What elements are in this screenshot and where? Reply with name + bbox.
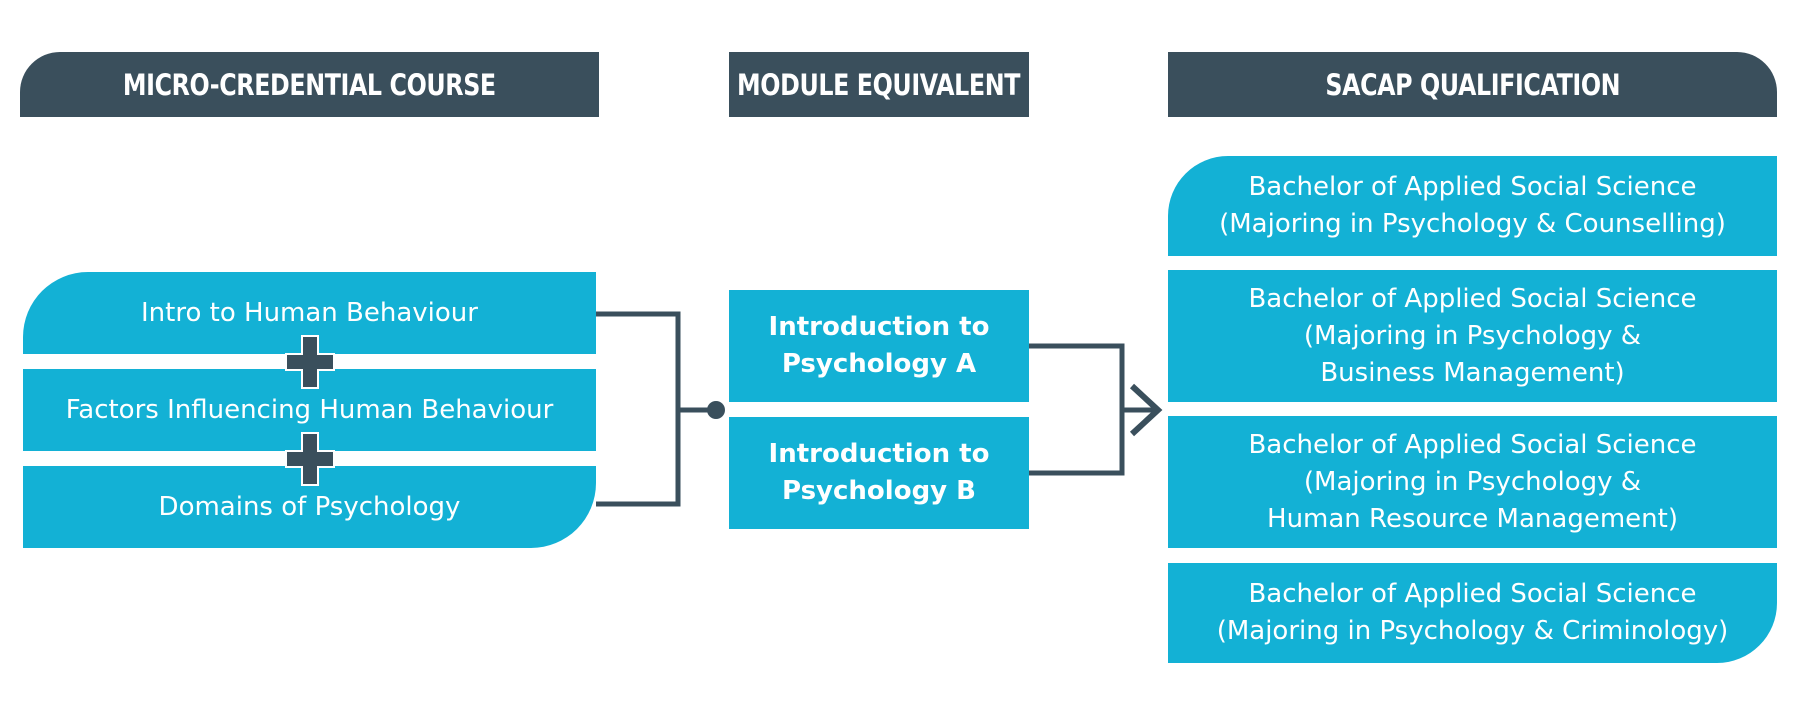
qualification-label-1: Bachelor of Applied Social Science (Majo… bbox=[1219, 172, 1726, 239]
header-sacap-qualification-label: SACAP QUALIFICATION bbox=[1325, 67, 1620, 102]
header-micro-credential-course-label: MICRO-CREDENTIAL COURSE bbox=[123, 67, 496, 102]
header-module-equivalent: MODULE EQUIVALENT bbox=[729, 52, 1029, 117]
course-label-2: Factors Influencing Human Behaviour bbox=[65, 395, 554, 425]
qualification-label-4: Bachelor of Applied Social Science (Majo… bbox=[1216, 579, 1729, 646]
plus-icon bbox=[285, 432, 335, 486]
module-box-b: Introduction to Psychology B bbox=[729, 417, 1029, 529]
module-label-a: Introduction to Psychology A bbox=[768, 312, 990, 379]
header-micro-credential-course: MICRO-CREDENTIAL COURSE bbox=[20, 52, 599, 117]
qualification-box-1: Bachelor of Applied Social Science (Majo… bbox=[1168, 156, 1777, 256]
qualification-label-3: Bachelor of Applied Social Science (Majo… bbox=[1248, 429, 1697, 534]
plus-icon bbox=[285, 335, 335, 389]
qualification-box-3: Bachelor of Applied Social Science (Majo… bbox=[1168, 416, 1777, 548]
qualification-box-2: Bachelor of Applied Social Science (Majo… bbox=[1168, 270, 1777, 402]
header-sacap-qualification: SACAP QUALIFICATION bbox=[1168, 52, 1777, 117]
header-module-equivalent-label: MODULE EQUIVALENT bbox=[737, 67, 1021, 102]
module-box-a: Introduction to Psychology A bbox=[729, 290, 1029, 402]
module-bracket-connector bbox=[1029, 343, 1158, 476]
arrow-right-icon bbox=[1129, 383, 1163, 437]
qualification-label-2: Bachelor of Applied Social Science (Majo… bbox=[1248, 283, 1697, 388]
course-label-1: Intro to Human Behaviour bbox=[141, 298, 478, 328]
qualification-box-4: Bachelor of Applied Social Science (Majo… bbox=[1168, 563, 1777, 663]
module-label-b: Introduction to Psychology B bbox=[768, 439, 990, 506]
course-box-1: Intro to Human Behaviour bbox=[23, 272, 596, 354]
junction-dot-icon bbox=[707, 401, 725, 419]
course-label-3: Domains of Psychology bbox=[158, 492, 461, 522]
course-bracket-connector bbox=[596, 311, 716, 507]
